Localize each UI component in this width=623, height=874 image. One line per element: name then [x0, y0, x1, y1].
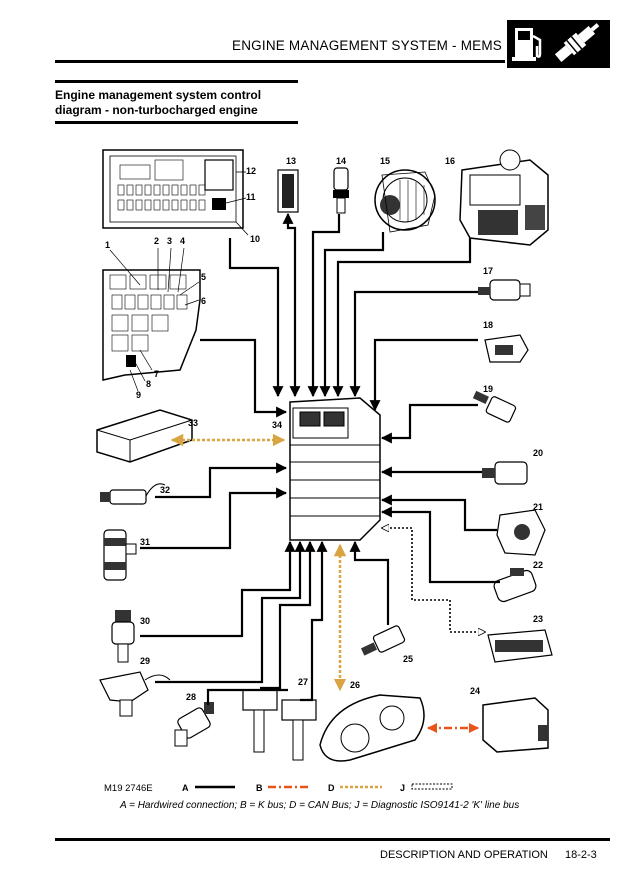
relay-13 [277, 169, 299, 213]
footer-rule [55, 838, 610, 841]
sensor-32 [100, 483, 166, 505]
label-33: 33 [188, 418, 198, 428]
label-27: 27 [298, 677, 308, 687]
label-29: 29 [140, 656, 150, 666]
label-5: 5 [201, 272, 206, 282]
passenger-fuse-box [102, 149, 244, 229]
label-13: 13 [286, 156, 296, 166]
injector-30 [111, 610, 135, 663]
can-bus-connections [170, 433, 347, 692]
valve-28 [174, 702, 214, 747]
page-header-title: ENGINE MANAGEMENT SYSTEM - MEMS [232, 38, 502, 53]
legend-d-label: D [328, 783, 335, 793]
label-16: 16 [445, 156, 455, 166]
legend-caption: A = Hardwired connection; B = K bus; D =… [120, 800, 520, 811]
label-9: 9 [136, 390, 141, 400]
spark-plug-icon [554, 23, 600, 62]
diagnostic-j-line [382, 528, 485, 632]
label-23: 23 [533, 614, 543, 624]
legend-j-line [411, 783, 453, 790]
alternator-15 [374, 169, 436, 233]
label-28: 28 [186, 692, 196, 702]
section-rule-bottom [55, 121, 298, 124]
label-3: 3 [167, 236, 172, 246]
sensor-20 [482, 461, 528, 485]
label-1: 1 [105, 240, 110, 250]
label-10: 10 [250, 234, 260, 244]
label-34: 34 [272, 420, 282, 430]
legend-b-label: B [256, 783, 263, 793]
label-30: 30 [140, 616, 150, 626]
module-33 [96, 409, 193, 463]
legend-j-label: J [400, 783, 405, 793]
engine-control-module-34 [289, 397, 381, 541]
instrument-pack-26 [319, 694, 425, 762]
valve-31 [103, 529, 137, 581]
section-title-line2: diagram - non-turbocharged engine [55, 103, 258, 117]
label-17: 17 [483, 266, 493, 276]
diagnostic-connector-23 [487, 629, 553, 663]
figure-code: M19 2746E [104, 783, 153, 794]
sensor-21 [496, 509, 546, 556]
sensor-29 [99, 671, 171, 717]
sensor-18 [484, 334, 529, 363]
footer-section: DESCRIPTION AND OPERATION [380, 849, 548, 861]
sensor-19 [472, 390, 517, 423]
label-14: 14 [336, 156, 346, 166]
legend-a-label: A [182, 783, 189, 793]
label-11: 11 [246, 192, 256, 202]
label-18: 18 [483, 320, 493, 330]
label-32: 32 [160, 485, 170, 495]
label-22: 22 [533, 560, 543, 570]
label-2: 2 [154, 236, 159, 246]
fuel-pump-icon [512, 23, 600, 62]
abs-modulator-16 [459, 149, 549, 246]
ignition-coils-27 [242, 689, 317, 761]
section-rule-top [55, 80, 298, 83]
label-6: 6 [201, 296, 206, 306]
label-20: 20 [533, 448, 543, 458]
label-19: 19 [483, 384, 493, 394]
header-rule [55, 60, 505, 63]
section-title: Engine management system control diagram… [55, 88, 295, 118]
engine-fuse-box [102, 269, 201, 381]
label-12: 12 [246, 166, 256, 176]
label-8: 8 [146, 379, 151, 389]
label-21: 21 [533, 502, 543, 512]
label-15: 15 [380, 156, 390, 166]
sensor-22 [493, 568, 537, 603]
sensor-25 [360, 625, 406, 656]
sensor-17 [478, 279, 531, 301]
header-icon-box [507, 20, 610, 68]
label-26: 26 [350, 680, 360, 690]
label-7: 7 [154, 369, 159, 379]
footer-page-number: 18-2-3 [565, 849, 597, 861]
hardwired-connections [140, 212, 500, 705]
legend: M19 2746E A B D J [104, 783, 453, 794]
label-4: 4 [180, 236, 185, 246]
label-24: 24 [470, 686, 480, 696]
section-title-line1: Engine management system control [55, 88, 262, 102]
module-24 [482, 697, 549, 753]
label-25: 25 [403, 654, 413, 664]
label-31: 31 [140, 537, 150, 547]
sensor-14 [333, 167, 349, 214]
